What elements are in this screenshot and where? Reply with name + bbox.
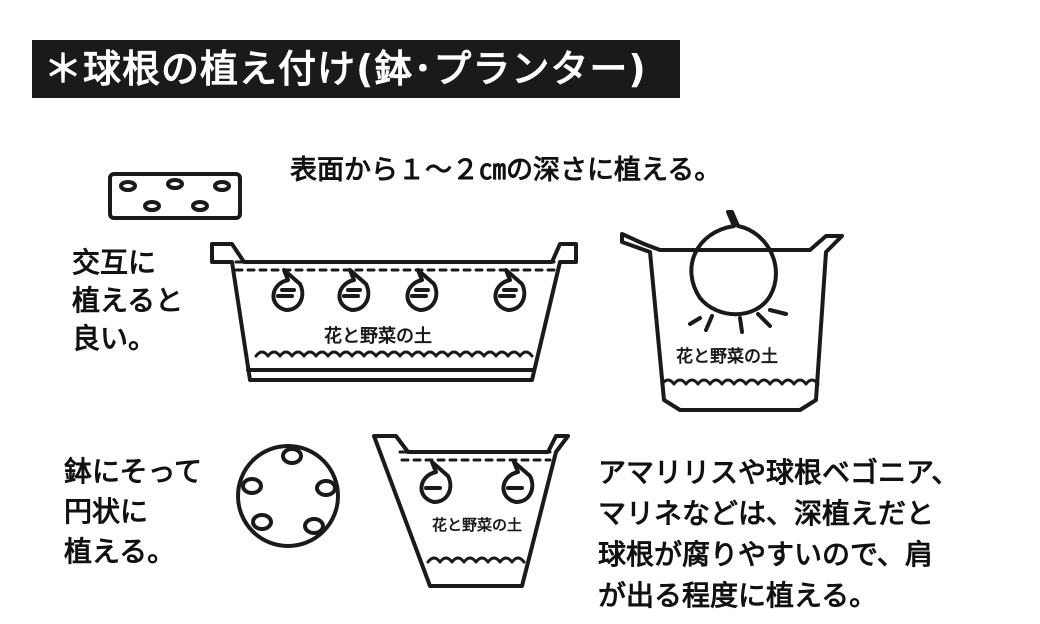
depth-instruction: 表面から１～２㎝の深さに植える。 [290, 155, 722, 186]
pot-large-icon [620, 232, 844, 412]
planter-side-view-icon [210, 242, 578, 382]
gravel-layer [426, 556, 526, 564]
planter-top-view-icon [108, 172, 242, 220]
bulb-icon [501, 460, 535, 504]
page-title: ＊球根の植え付け(鉢･プランター) [44, 47, 647, 91]
pot-small-icon [372, 434, 570, 588]
bulb-icon [419, 460, 453, 504]
title-banner [32, 40, 680, 98]
soil-label-pot-large: 花と野菜の土 [676, 346, 778, 367]
bulb-icon [337, 268, 371, 312]
gravel-layer [660, 378, 820, 386]
soil-label-planter: 花と野菜の土 [324, 325, 432, 347]
bulb-icon [271, 268, 305, 312]
circular-planting-note: 鉢にそって 円状に 植える。 [64, 455, 203, 568]
large-bulb-icon [688, 210, 788, 334]
pot-top-view-icon [236, 444, 340, 548]
alternate-planting-note: 交互に 植えると 良い。 [72, 246, 184, 355]
bulb-icon [405, 268, 439, 312]
gravel-layer [254, 350, 534, 358]
soil-label-pot-small: 花と野菜の土 [432, 516, 522, 534]
shallow-planting-note: アマリリスや球根ベゴニア、 マリネなどは、深植えだと 球根が腐りやすいので、肩 … [598, 456, 960, 612]
bulb-icon [493, 268, 527, 312]
